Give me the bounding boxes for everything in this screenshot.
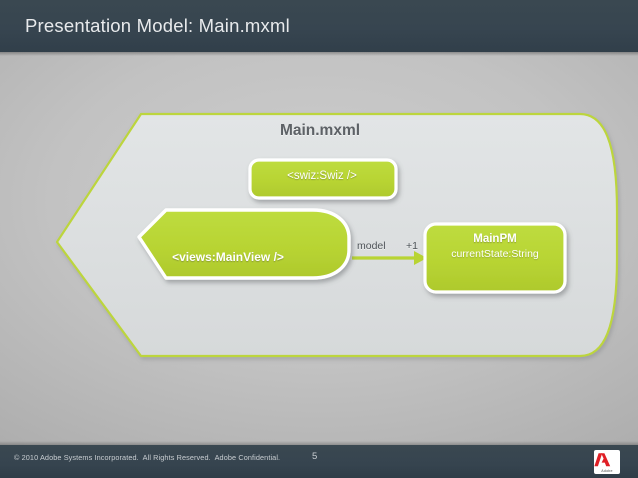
- header-shadow: [0, 52, 638, 56]
- adobe-logo: Adobe: [594, 450, 620, 474]
- node-mainview[interactable]: [137, 208, 351, 280]
- diagram-stage: Main.mxml <swiz:Swiz /> <views:MainView …: [0, 52, 638, 445]
- slide-header: Presentation Model: Main.mxml: [0, 0, 638, 52]
- adobe-a-icon: [594, 453, 611, 467]
- node-mainpm[interactable]: [423, 222, 567, 294]
- node-swiz[interactable]: [248, 158, 398, 200]
- page-title: Presentation Model: Main.mxml: [25, 15, 290, 36]
- copyright-notice: © 2010 Adobe Systems Incorporated. All R…: [14, 453, 281, 462]
- edge-mainview-to-mainpm: [352, 251, 427, 265]
- diagram-svg: [55, 112, 619, 358]
- footer-shadow: [0, 441, 638, 445]
- adobe-wordmark: Adobe: [601, 469, 613, 473]
- page-number: 5: [312, 451, 318, 462]
- diagram-container-title: Main.mxml: [279, 122, 361, 139]
- slide-footer: [0, 445, 638, 478]
